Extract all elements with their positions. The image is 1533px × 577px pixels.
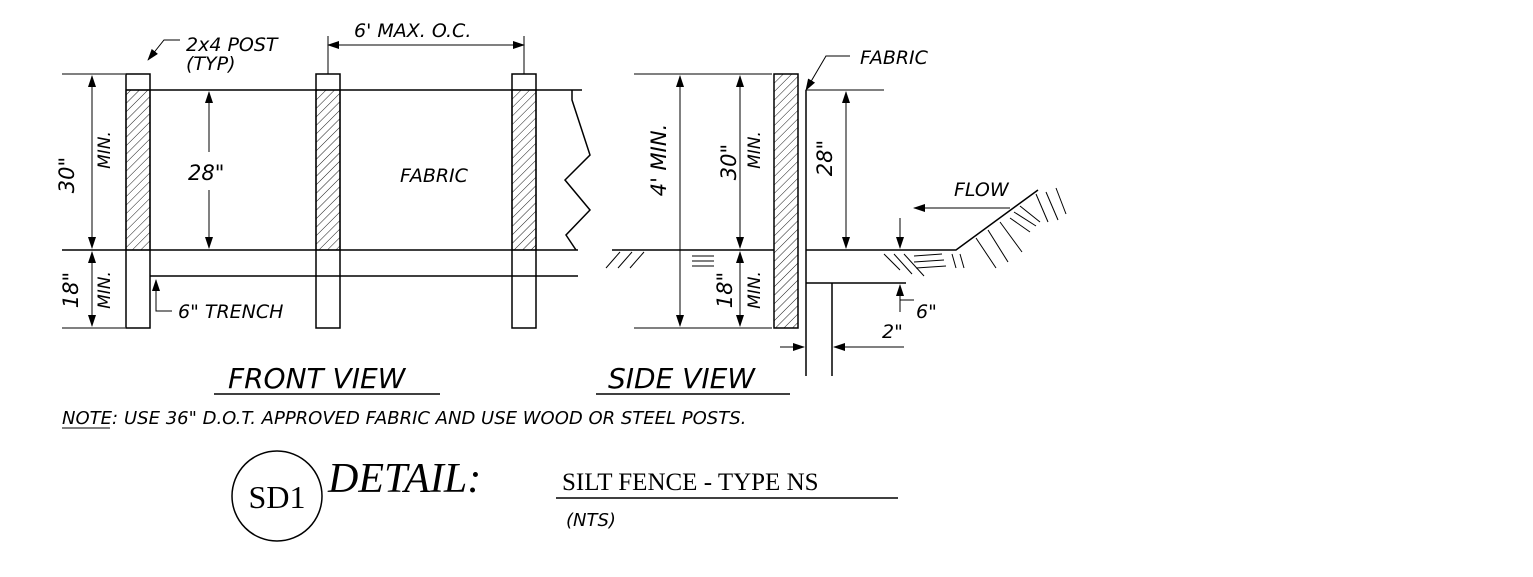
detail-label: DETAIL: — [327, 456, 481, 502]
front-embed-min: MIN. — [95, 271, 115, 309]
side-view-title: SIDE VIEW — [608, 362, 756, 395]
trench-leader — [152, 279, 172, 312]
front-fabric-height-label: 28" — [188, 161, 224, 185]
detail-name: SILT FENCE - TYPE NS — [562, 469, 819, 496]
front-height-label: 30" — [55, 157, 79, 193]
front-post-1 — [125, 73, 151, 329]
side-height-min: MIN. — [745, 131, 765, 169]
side-view: FABRIC 4' MIN. 30" MIN. 18" MIN. 28" FLO… — [596, 47, 1067, 395]
post-label: 2x4 POST — [186, 34, 279, 56]
ground-hatch-right — [883, 187, 1067, 277]
post-spacing-label: 6' MAX. O.C. — [354, 20, 471, 42]
flow-label: FLOW — [954, 179, 1010, 201]
side-slope — [906, 189, 1039, 251]
side-fabric-label: FABRIC — [860, 47, 929, 69]
detail-bubble — [231, 450, 323, 542]
note-prefix: NOTE: — [62, 408, 118, 429]
front-break-line — [563, 90, 592, 251]
post-label-typ: (TYP) — [186, 53, 236, 75]
trench-label: 6" TRENCH — [178, 301, 283, 323]
front-fabric-label: FABRIC — [400, 165, 469, 187]
ground-hatch-left — [605, 251, 714, 269]
front-embed-label: 18" — [59, 272, 83, 308]
front-view: 2x4 POST (TYP) 6' MAX. O.C. 30" MIN. 18"… — [55, 20, 592, 395]
side-post — [773, 73, 799, 329]
front-height-min: MIN. — [95, 131, 115, 169]
detail-id: SD1 — [249, 479, 306, 515]
trench-width-label: 2" — [882, 321, 903, 343]
note-text: USE 36" D.O.T. APPROVED FABRIC AND USE W… — [124, 408, 746, 429]
detail-scale: (NTS) — [566, 510, 616, 531]
side-embed-min: MIN. — [745, 271, 765, 309]
side-height-label: 30" — [717, 144, 741, 180]
note: NOTE: USE 36" D.O.T. APPROVED FABRIC AND… — [62, 408, 746, 429]
side-embed-label: 18" — [713, 272, 737, 308]
front-post-3 — [511, 73, 537, 329]
side-fabric-leader — [805, 55, 850, 91]
detail-title: SD1 DETAIL: SILT FENCE - TYPE NS (NTS) — [231, 450, 898, 542]
front-post-2 — [315, 73, 341, 329]
side-total-label: 4' MIN. — [647, 124, 671, 197]
trench-depth-label: 6" — [916, 301, 937, 323]
post-leader — [147, 39, 180, 61]
front-view-title: FRONT VIEW — [228, 362, 407, 395]
side-fabric-height-label: 28" — [813, 140, 837, 176]
